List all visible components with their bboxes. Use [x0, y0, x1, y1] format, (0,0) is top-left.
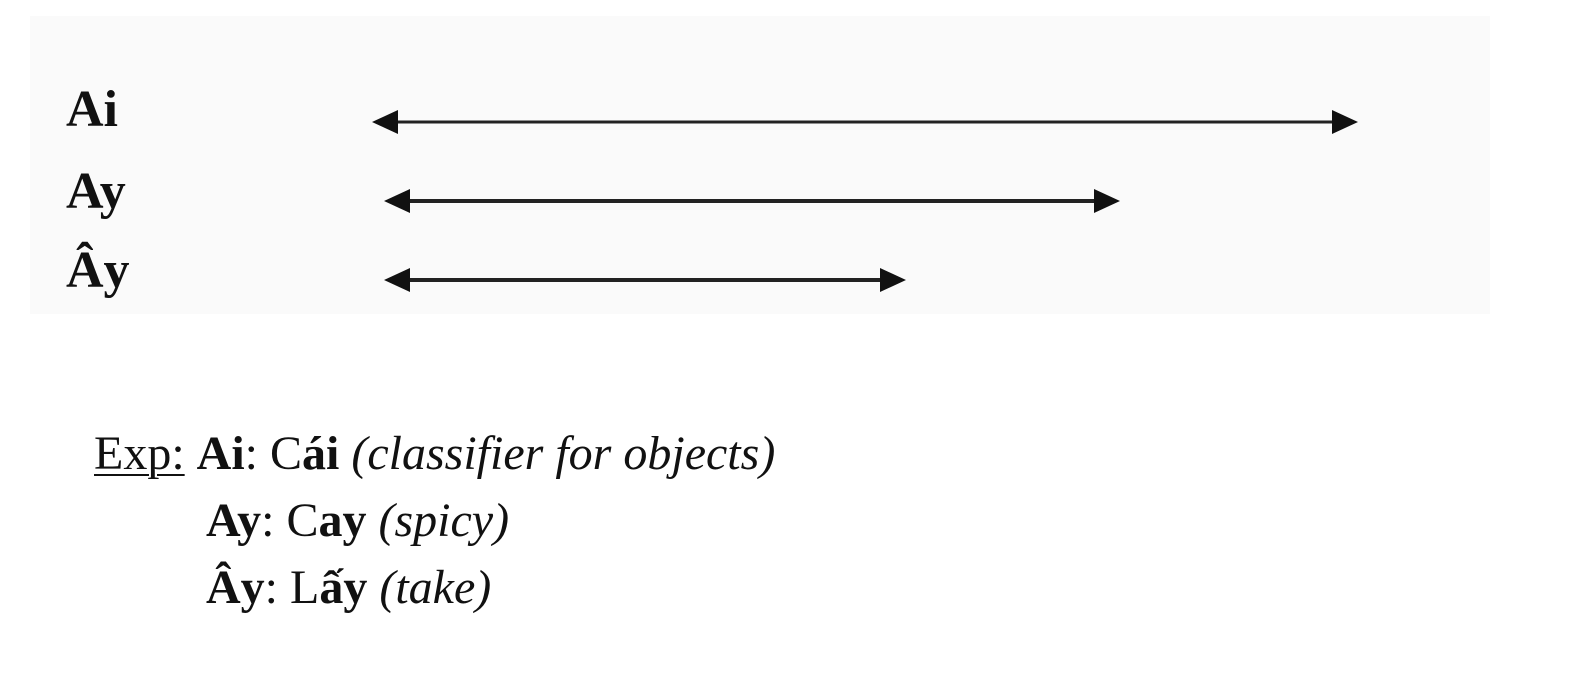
example-separator: : — [264, 561, 291, 614]
example-word-vowel: ay — [318, 494, 367, 547]
row-label-ay: Ay — [66, 163, 126, 220]
example-gloss: (classifier for objects) — [351, 427, 776, 480]
example-word-vowel: ái — [302, 427, 340, 480]
arrow-ay-circumflex — [384, 268, 906, 292]
row-label-ai: Ai — [66, 81, 118, 138]
example-word-start: C — [286, 494, 319, 547]
example-vowel: Ay — [206, 494, 262, 547]
diagram-panel — [30, 16, 1490, 314]
example-line-ai: Exp: Ai: Cái (classifier for objects) — [94, 430, 775, 478]
example-gloss: (spicy) — [378, 494, 510, 547]
example-prefix: Exp: — [94, 427, 185, 480]
example-line-ay-circumflex: Ây: Lấy (take) — [206, 564, 491, 612]
example-gloss: (take) — [379, 561, 492, 614]
arrow-ay — [384, 189, 1120, 213]
example-word-start: C — [270, 427, 303, 480]
example-vowel: Ây — [206, 561, 265, 614]
example-word-vowel: ấy — [319, 561, 368, 614]
example-word-start: L — [290, 561, 320, 614]
example-line-ay: Ay: Cay (spicy) — [206, 497, 509, 545]
arrow-ai — [372, 110, 1358, 134]
example-separator: : — [244, 427, 270, 480]
example-vowel: Ai — [196, 427, 245, 480]
row-label-ay-circumflex: Ây — [66, 242, 130, 299]
example-separator: : — [261, 494, 287, 547]
